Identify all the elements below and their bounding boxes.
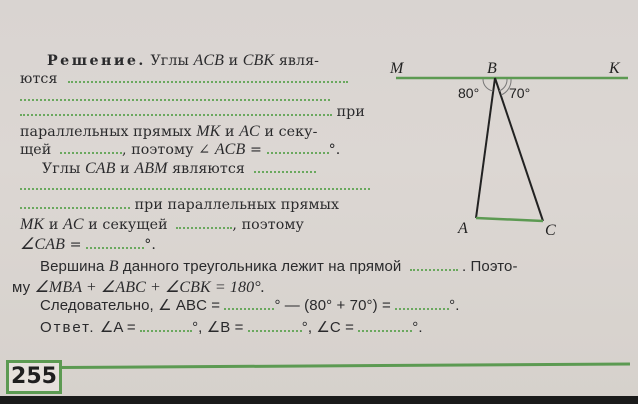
label-m: M [389, 60, 405, 77]
angle-label-80: 80° [458, 85, 479, 101]
answer-blank-a[interactable] [140, 324, 193, 332]
solution-line-5: параллельных прямых MK и AC и секу- [20, 123, 318, 140]
solution-line-14: Следовательно, ∠ ABC = ° — (80° + 70°) =… [40, 297, 460, 314]
angle-arc-cbk [498, 78, 508, 92]
angle-arc-cbk-2 [500, 78, 512, 96]
answer-blank[interactable] [20, 182, 370, 190]
side-ac [475, 216, 544, 223]
answer-blank[interactable] [253, 165, 316, 173]
answer-blank[interactable] [224, 302, 275, 310]
photo-edge [0, 396, 638, 404]
label-b: B [487, 60, 497, 77]
solution-line-8 [20, 178, 370, 194]
solution-line-2: ются [20, 71, 349, 87]
solution-line-11: ∠CAB = °. [20, 236, 156, 253]
angle-arc-mba [482, 78, 494, 92]
solution-line-13: му ∠MBA + ∠ABC + ∠CBK = 180°. [12, 279, 265, 296]
answer-blank[interactable] [20, 201, 130, 209]
solution-line-4: при [20, 104, 365, 120]
solution-line-10: MK и AC и секущей , поэтому [20, 216, 304, 233]
side-bc [494, 77, 544, 222]
page-number: 255 [6, 360, 62, 394]
answer-blank[interactable] [395, 302, 450, 310]
solution-line-7: Углы CAB и ABM являются [42, 160, 316, 178]
footer-divider [59, 362, 630, 369]
answer-blank[interactable] [20, 108, 332, 116]
label-c: C [545, 222, 556, 239]
answer-blank[interactable] [86, 241, 145, 249]
answer-blank[interactable] [68, 75, 349, 83]
solution-line-9: при параллельных прямых [20, 197, 339, 213]
angle-label-70: 70° [509, 85, 530, 101]
triangle-diagram: M B K 80° 70° A C [389, 60, 628, 239]
solution-line-3 [20, 89, 330, 105]
answer-blank[interactable] [176, 221, 233, 229]
solution-line-6: щей , поэтому ∠ ACB = °. [20, 141, 341, 158]
answer-blank[interactable] [409, 263, 458, 271]
answer-line: Ответ. ∠A = °, ∠B = °, ∠C = °. [40, 319, 423, 336]
answer-blank[interactable] [20, 93, 330, 101]
answer-blank[interactable] [59, 146, 122, 154]
label-k: K [608, 60, 621, 77]
answer-blank-b[interactable] [247, 324, 302, 332]
answer-label: Ответ. [40, 319, 96, 336]
label-a: A [457, 220, 468, 237]
answer-blank[interactable] [266, 146, 329, 154]
side-ba [475, 77, 496, 219]
solution-line-12: Вершина B данного треугольника лежит на … [40, 258, 518, 275]
answer-blank-c[interactable] [358, 324, 413, 332]
solution-heading: Решение. [47, 53, 146, 69]
solution-line-1: Решение. Углы ACB и CBK явля- [47, 52, 320, 69]
